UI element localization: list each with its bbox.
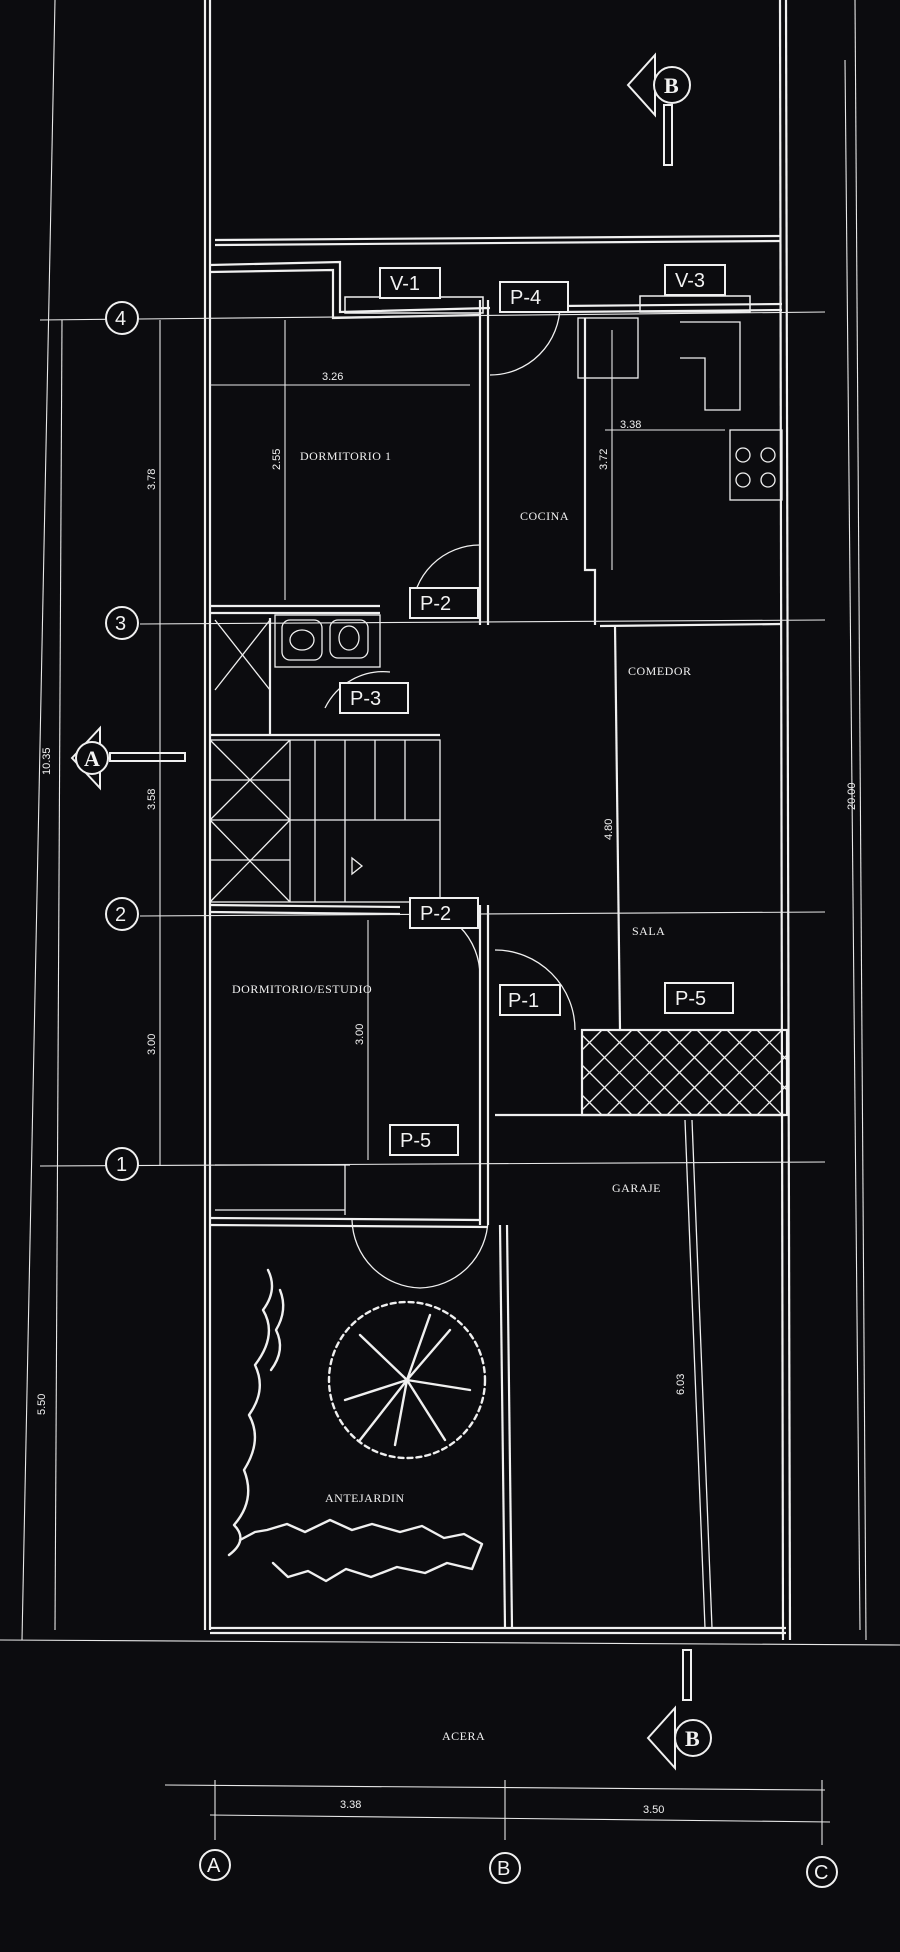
section-marker-top-b: B [626, 52, 691, 166]
svg-text:3.58: 3.58 [146, 789, 158, 810]
tag-p4: P-4 [499, 281, 569, 313]
room-garaje: GARAJE [612, 1181, 661, 1195]
svg-text:3.26: 3.26 [322, 371, 343, 383]
svg-text:P-3: P-3 [350, 688, 381, 710]
axis-bubble-1: 1 [105, 1147, 139, 1181]
axis-bubble-2: 2 [105, 897, 139, 931]
svg-text:B: B [685, 1726, 700, 1751]
svg-text:P-2: P-2 [420, 903, 451, 925]
svg-text:20.00: 20.00 [846, 782, 858, 810]
dimension-labels: 3.26 2.55 3.78 3.38 3.72 10.35 3.58 4.80… [36, 371, 858, 1816]
tag-v1: V-1 [379, 267, 441, 299]
tag-p3: P-3 [339, 682, 409, 714]
axis-bubble-3: 3 [105, 606, 139, 640]
tag-p5-sala: P-5 [664, 982, 734, 1014]
svg-text:P-1: P-1 [508, 990, 539, 1012]
room-cocina: COCINA [520, 509, 569, 523]
room-comedor: COMEDOR [628, 664, 692, 678]
svg-text:P-5: P-5 [400, 1130, 431, 1152]
garden-hedge [227, 1268, 484, 1583]
tag-v3: V-3 [664, 264, 726, 296]
tag-p5-dorm: P-5 [389, 1124, 459, 1156]
axis-bubble-a: A [199, 1849, 231, 1881]
svg-text:P-2: P-2 [420, 593, 451, 615]
kitchen-fixtures [577, 317, 783, 501]
svg-text:10.35: 10.35 [41, 747, 53, 775]
interior-walls [209, 300, 785, 1629]
section-marker-bottom-b: B [646, 1649, 712, 1771]
axis-bubble-4: 4 [105, 301, 139, 335]
room-antejardin: ANTEJARDIN [325, 1491, 405, 1505]
section-marker-left-a: A [70, 725, 186, 791]
svg-text:V-1: V-1 [390, 273, 420, 295]
svg-text:3.38: 3.38 [340, 1799, 361, 1811]
svg-text:3.00: 3.00 [354, 1024, 366, 1045]
dimension-lines [54, 59, 861, 1631]
svg-text:3.78: 3.78 [146, 469, 158, 490]
axis-bubble-b: B [489, 1852, 521, 1884]
axis-bubble-c: C [806, 1856, 838, 1888]
axis-lines [39, 311, 831, 1845]
lattice-panel [580, 1028, 789, 1117]
svg-text:3.50: 3.50 [643, 1804, 664, 1816]
svg-text:3.72: 3.72 [598, 449, 610, 470]
svg-text:5.50: 5.50 [36, 1394, 48, 1415]
tag-p2-upper: P-2 [409, 587, 479, 619]
room-labels: DORMITORIO 1 COCINA COMEDOR SALA DORMITO… [232, 449, 692, 1743]
svg-text:3.38: 3.38 [620, 419, 641, 431]
svg-text:V-3: V-3 [675, 270, 705, 292]
svg-text:4: 4 [115, 308, 126, 330]
svg-text:C: C [814, 1862, 828, 1884]
svg-text:B: B [497, 1858, 510, 1880]
svg-text:P-5: P-5 [675, 988, 706, 1010]
svg-text:3: 3 [115, 613, 126, 635]
svg-text:2.55: 2.55 [271, 449, 283, 470]
tag-p1: P-1 [499, 984, 561, 1016]
room-dormitorio-estudio: DORMITORIO/ESTUDIO [232, 982, 372, 996]
staircase [209, 619, 441, 903]
room-acera: ACERA [442, 1729, 485, 1743]
svg-text:A: A [84, 746, 100, 771]
svg-text:2: 2 [115, 904, 126, 926]
room-dormitorio-1: DORMITORIO 1 [300, 449, 391, 463]
svg-text:6.03: 6.03 [675, 1374, 687, 1395]
svg-text:3.00: 3.00 [146, 1034, 158, 1055]
svg-text:P-4: P-4 [510, 287, 541, 309]
room-sala: SALA [632, 924, 665, 938]
bath-fixtures [281, 619, 369, 661]
tag-p2-lower: P-2 [409, 897, 479, 929]
svg-text:4.80: 4.80 [603, 819, 615, 840]
outer-walls [0, 0, 900, 1646]
svg-text:A: A [207, 1855, 221, 1877]
garden-tree [327, 1300, 487, 1460]
svg-text:1: 1 [116, 1154, 127, 1176]
svg-text:B: B [664, 73, 679, 98]
